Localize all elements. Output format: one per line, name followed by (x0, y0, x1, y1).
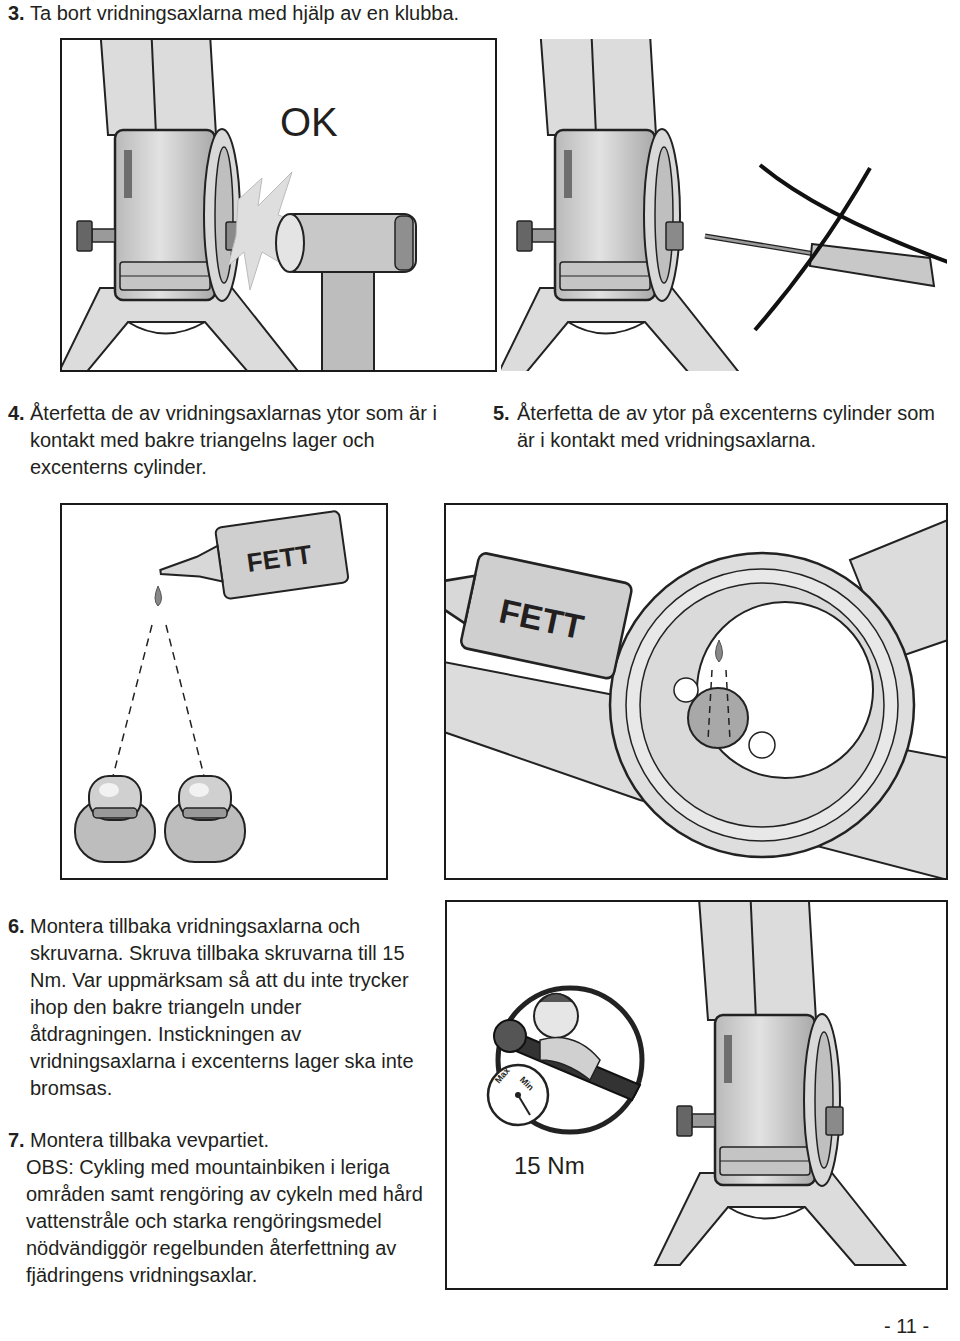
art-circle (688, 688, 748, 748)
art-line (726, 670, 730, 740)
tube-label: FETT (496, 593, 586, 644)
panel-c-art (75, 511, 349, 862)
art-use (501, 39, 745, 371)
step-number: 7. (8, 1127, 25, 1154)
panel-b-art (501, 39, 947, 371)
torque-value: 15 Nm (514, 1154, 585, 1178)
art-rect (395, 216, 413, 270)
art-use (156, 511, 349, 608)
art-circle (515, 1092, 521, 1098)
panel-a-art (61, 39, 416, 371)
step-number: 6. (8, 913, 25, 940)
art-circle (494, 1020, 526, 1052)
art-ellipse (276, 214, 304, 272)
ok-mark: OK (280, 102, 338, 142)
art-circle (749, 732, 775, 758)
step-text: Återfetta de av vridningsaxlarnas ytor s… (30, 400, 458, 481)
art-use (445, 536, 633, 679)
art-rect (322, 268, 374, 371)
art-line (518, 1095, 530, 1115)
step-number: 3. (8, 0, 25, 27)
gauge-label: Max (494, 1066, 512, 1085)
step-number: 5. (493, 400, 510, 427)
art-path (540, 1038, 600, 1081)
art-circle (640, 583, 884, 827)
step-text: Återfetta de av ytor på excenterns cylin… (517, 400, 942, 454)
art-line (705, 236, 815, 254)
art-circle (626, 569, 898, 841)
panel-f-art (488, 901, 905, 1265)
art-line (112, 625, 152, 780)
art-path (760, 165, 947, 262)
art-use (655, 901, 905, 1265)
art-path (716, 640, 723, 662)
illustration-panel: FETT (60, 503, 388, 880)
page-number: - 11 - (884, 1313, 929, 1340)
note-text: OBS: Cykling med mountainbiken i leriga … (26, 1154, 431, 1289)
art-path (540, 994, 572, 1003)
illustration-panel: OK (60, 38, 497, 372)
illustration-panel: FETT (444, 503, 948, 880)
step-number: 4. (8, 400, 25, 427)
art-path (755, 168, 870, 330)
art-circle (488, 1065, 548, 1125)
step-text: Montera tillbaka vridningsaxlarna och sk… (30, 913, 422, 1102)
art-path (155, 586, 162, 606)
art-line (708, 670, 712, 740)
tube-label: FETT (245, 541, 313, 576)
art-line (166, 625, 205, 780)
illustration-panel: Max Min 15 Nm (445, 900, 948, 1290)
art-use (61, 39, 305, 371)
panel-d-art (445, 520, 947, 879)
art-circle (610, 553, 914, 857)
art-use (75, 776, 155, 862)
gauge-label: Min (518, 1075, 535, 1092)
art-line (705, 236, 815, 254)
art-use (165, 776, 245, 862)
step-text: Ta bort vridningsaxlarna med hjälp av en… (30, 0, 930, 27)
step-text: Montera tillbaka vevpartiet. (30, 1127, 430, 1154)
art-circle (534, 994, 578, 1038)
